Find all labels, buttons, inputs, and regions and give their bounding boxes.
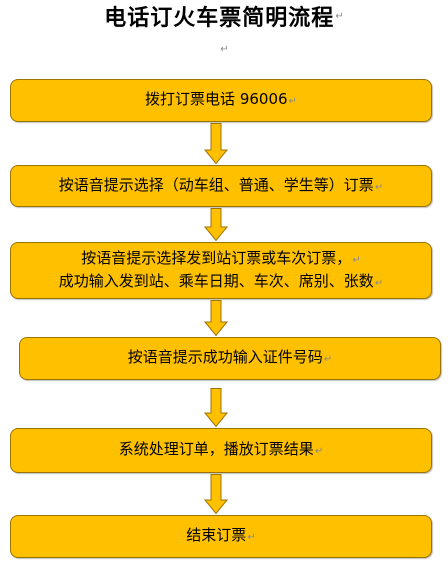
- paragraph-mark-icon: ↵: [352, 254, 361, 266]
- flow-step-1: 拨打订票电话 96006↵: [10, 79, 432, 122]
- step-text: 按语音提示选择发到站订票或车次订票，: [81, 248, 352, 267]
- flow-step-3-line-2: 成功输入发到站、乘车日期、车次、席别、张数↵: [59, 271, 383, 294]
- step-text: 系统处理订单，播放订票结果: [118, 440, 314, 458]
- flow-step-5-line-1: 系统处理订单，播放订票结果↵: [119, 439, 323, 462]
- paragraph-mark-icon: ↵: [220, 44, 229, 55]
- paragraph-mark-icon: ↵: [247, 532, 256, 543]
- down-arrow-icon: [203, 123, 229, 165]
- flow-step-4-line-1: 按语音提示成功输入证件号码↵: [128, 347, 332, 370]
- empty-paragraph: ↵: [0, 40, 448, 57]
- step-text: 拨打订票电话 96006: [145, 90, 288, 108]
- flow-step-2: 按语音提示选择（动车组、普通、学生等）订票↵: [10, 165, 432, 207]
- down-arrow-icon: [203, 208, 229, 242]
- step-text: 按语音提示选择（动车组、普通、学生等）订票: [58, 175, 374, 194]
- flow-step-1-line-1: 拨打订票电话 96006↵: [145, 89, 297, 112]
- title-text: 电话订火车票简明流程: [104, 5, 335, 31]
- flow-step-2-line-1: 按语音提示选择（动车组、普通、学生等）订票↵: [59, 175, 383, 198]
- step-text: 结束订票: [186, 526, 247, 544]
- paragraph-mark-icon: ↵: [314, 446, 324, 457]
- flow-step-6-line-1: 结束订票↵: [186, 525, 255, 548]
- paragraph-mark-icon: ↵: [288, 96, 297, 107]
- down-arrow-icon: [203, 300, 229, 337]
- paragraph-mark-icon: ↵: [374, 181, 384, 193]
- flow-step-4: 按语音提示成功输入证件号码↵: [19, 337, 441, 380]
- flow-step-5: 系统处理订单，播放订票结果↵: [10, 428, 432, 473]
- flow-step-6: 结束订票↵: [10, 515, 432, 558]
- paragraph-mark-icon: ↵: [374, 277, 384, 289]
- step-text: 成功输入发到站、乘车日期、车次、席别、张数: [58, 271, 374, 290]
- down-arrow-icon: [203, 474, 229, 515]
- flow-step-3: 按语音提示选择发到站订票或车次订票，↵ 成功输入发到站、乘车日期、车次、席别、张…: [10, 242, 432, 299]
- page-title: 电话订火车票简明流程↵: [0, 2, 448, 33]
- paragraph-mark-icon: ↵: [335, 11, 344, 22]
- down-arrow-icon: [203, 388, 229, 428]
- paragraph-mark-icon: ↵: [323, 354, 333, 365]
- flow-step-3-line-1: 按语音提示选择发到站订票或车次订票，↵: [81, 248, 360, 271]
- step-text: 按语音提示成功输入证件号码: [127, 348, 323, 366]
